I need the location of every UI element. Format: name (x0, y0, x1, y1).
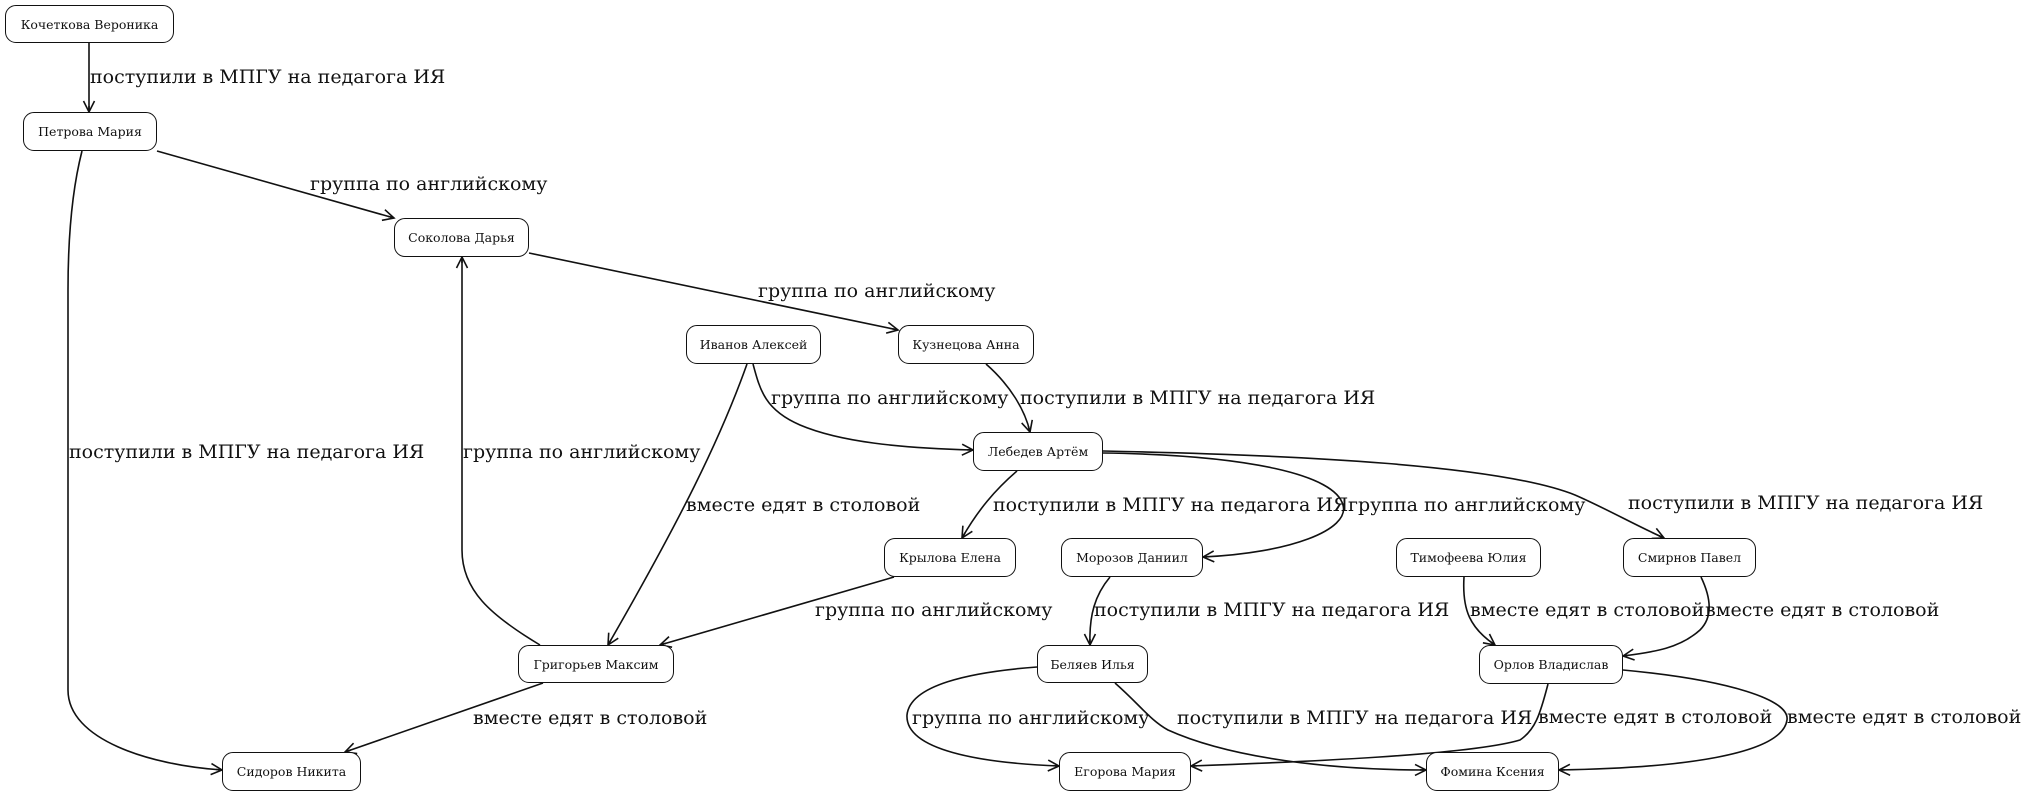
arrowhead-icon (1482, 633, 1497, 647)
edge-label: поступили в МПГУ на педагога ИЯ (1628, 492, 1984, 514)
edge-label: группа по английскому (912, 707, 1150, 729)
node-petrova[interactable]: Петрова Мария (23, 112, 157, 151)
edge-label: вместе едят в столовой (473, 707, 708, 729)
edge-line (1462, 576, 1496, 646)
edge-lebedev-to-morozov (1102, 452, 1345, 563)
node-smirnov[interactable]: Смирнов Павел (1623, 538, 1756, 577)
node-sokolova[interactable]: Соколова Дарья (394, 218, 529, 257)
edge-label: поступили в МПГУ на педагога ИЯ (90, 66, 446, 88)
edge-line (1102, 450, 1665, 539)
edge-label: вместе едят в столовой (1538, 706, 1773, 728)
node-label: Смирнов Павел (1637, 550, 1742, 565)
edge-line (1558, 669, 1788, 771)
node-label: Петрова Мария (38, 124, 142, 139)
edge-line (985, 363, 1031, 433)
edge-smirnov-to-orlov (1621, 576, 1710, 661)
edge-line (659, 576, 895, 646)
edge-line (67, 150, 223, 771)
edge-sokolova-to-kuznetsova (528, 252, 900, 334)
edge-petrova-to-sokolova (156, 150, 396, 222)
edge-line (1102, 452, 1345, 558)
node-fomina[interactable]: Фомина Ксения (1426, 752, 1559, 791)
edge-label: группа по английскому (310, 173, 548, 195)
node-kochetkova[interactable]: Кочеткова Вероника (5, 5, 174, 43)
node-label: Крылова Елена (899, 550, 1001, 565)
edge-label: поступили в МПГУ на педагога ИЯ (1177, 707, 1533, 729)
edge-label: группа по английскому (815, 599, 1053, 621)
arrowhead-icon (381, 209, 396, 222)
node-egorova[interactable]: Егорова Мария (1059, 752, 1191, 791)
edge-line (961, 470, 1018, 539)
edge-line (344, 682, 544, 753)
edge-line (1622, 576, 1710, 657)
arrowhead-icon (455, 255, 469, 269)
edge-line (906, 666, 1060, 767)
arrowhead-icon (1189, 759, 1203, 772)
edge-grigoriev-to-sokolova (455, 255, 541, 646)
node-label: Сидоров Никита (236, 764, 347, 779)
edge-label: группа по английскому (463, 441, 701, 463)
node-label: Тимофеева Юлия (1410, 550, 1527, 565)
arrowhead-icon (885, 321, 900, 334)
node-label: Соколова Дарья (408, 230, 515, 245)
edge-line (607, 363, 748, 646)
node-label: Беляев Илья (1050, 656, 1135, 672)
node-label: Кочеткова Вероника (20, 16, 159, 32)
edge-line (752, 363, 974, 451)
edge-label: вместе едят в столовой (1787, 706, 2021, 728)
edge-label: поступили в МПГУ на педагога ИЯ (1094, 599, 1450, 621)
node-label: Кузнецова Анна (912, 337, 1020, 352)
edge-ivanov-to-lebedev (752, 363, 975, 456)
node-kuznetsova[interactable]: Кузнецова Анна (898, 325, 1034, 364)
node-label: Орлов Владислав (1493, 657, 1609, 672)
edge-line (1190, 683, 1549, 767)
node-belyaev[interactable]: Беляев Илья (1037, 645, 1148, 683)
node-sidorov[interactable]: Сидоров Никита (222, 752, 361, 791)
edge-line (1114, 682, 1427, 771)
arrowhead-icon (1201, 550, 1215, 563)
edge-label: группа по английскому (771, 387, 1009, 409)
edge-orlov-to-fomina (1557, 669, 1788, 777)
edge-label: вместе едят в столовой (1705, 599, 1940, 621)
node-krylova[interactable]: Крылова Елена (884, 538, 1016, 577)
edge-label: вместе едят в столовой (1470, 599, 1705, 621)
node-timofeeva[interactable]: Тимофеева Юлия (1396, 538, 1541, 577)
node-label: Егорова Мария (1074, 764, 1176, 779)
node-label: Фомина Ксения (1440, 764, 1545, 779)
edge-line (1089, 576, 1111, 646)
node-orlov[interactable]: Орлов Владислав (1479, 645, 1623, 684)
edge-line (528, 252, 899, 331)
edge-label: группа по английскому (758, 280, 996, 302)
node-ivanov[interactable]: Иванов Алексей (686, 325, 821, 364)
edge-orlov-to-egorova (1189, 683, 1549, 772)
node-label: Лебедев Артём (987, 444, 1089, 459)
edge-line (156, 150, 395, 219)
edge-line (461, 257, 541, 646)
edge-label: поступили в МПГУ на педагога ИЯ (993, 494, 1349, 516)
node-grigoriev[interactable]: Григорьев Максим (518, 645, 674, 683)
arrowhead-icon (961, 525, 973, 540)
node-label: Григорьев Максим (533, 656, 659, 672)
edge-label: поступили в МПГУ на педагога ИЯ (69, 441, 425, 463)
edge-label: поступили в МПГУ на педагога ИЯ (1020, 387, 1376, 409)
node-lebedev[interactable]: Лебедев Артём (973, 432, 1103, 471)
edge-label: вместе едят в столовой (686, 494, 921, 516)
node-label: Морозов Даниил (1076, 550, 1188, 565)
arrowhead-icon (1557, 763, 1571, 777)
node-morozov[interactable]: Морозов Даниил (1061, 538, 1203, 577)
edge-label: группа по английскому (1348, 494, 1586, 516)
arrowhead-icon (1621, 648, 1635, 661)
node-label: Иванов Алексей (699, 337, 808, 352)
